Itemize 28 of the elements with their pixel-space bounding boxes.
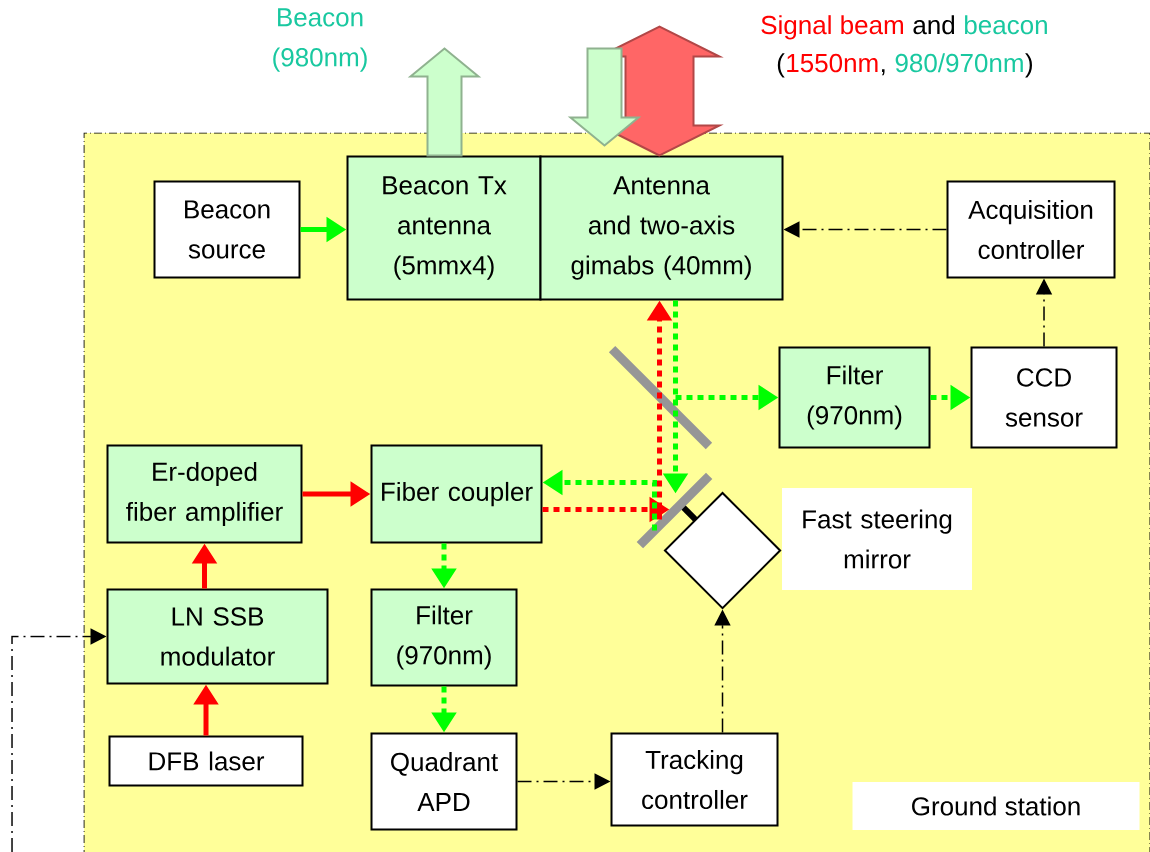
filter-box: Filter (970nm) [778, 346, 931, 449]
beam-arrow [407, 47, 482, 157]
sensor-box: CCD sensor [970, 346, 1118, 449]
source-box: Beacon source [153, 180, 301, 279]
beam-label: Signal beam [761, 15, 903, 40]
beam-label: ) [1025, 53, 1032, 78]
coupler-box: Fiber coupler [370, 444, 543, 544]
beam-label: beacon [965, 15, 1047, 35]
antenna-box: Antenna and two-axis gimabs (40mm) [539, 155, 784, 301]
beam-label: ( [777, 53, 785, 78]
region-label: Ground station [852, 782, 1140, 830]
mirror-plate [636, 472, 713, 549]
antenna-box: Beacon Tx antenna (5mmx4) [346, 155, 542, 301]
modulator-box: LN SSB modulator [106, 588, 329, 685]
amplifier-box: Er-doped fiber amplifier [106, 444, 303, 544]
beam-label: , [881, 69, 885, 76]
controller-box: Acquisition controller [946, 180, 1116, 279]
filter-box: Filter (970nm) [370, 588, 518, 687]
beam-arrow [567, 47, 642, 147]
controller-box: Tracking controller [610, 732, 779, 827]
mirror-plate [608, 345, 713, 450]
beam-label: 980/970nm [895, 53, 1023, 73]
detector-box: Quadrant APD [370, 732, 518, 831]
mirror-label: Fast steering mirror [782, 488, 972, 590]
laser-box: DFB laser [108, 735, 304, 787]
beam-label: and [913, 15, 955, 35]
beam-label: 1550nm [787, 53, 878, 73]
beacon-label: Beacon (980nm) [273, 8, 367, 72]
